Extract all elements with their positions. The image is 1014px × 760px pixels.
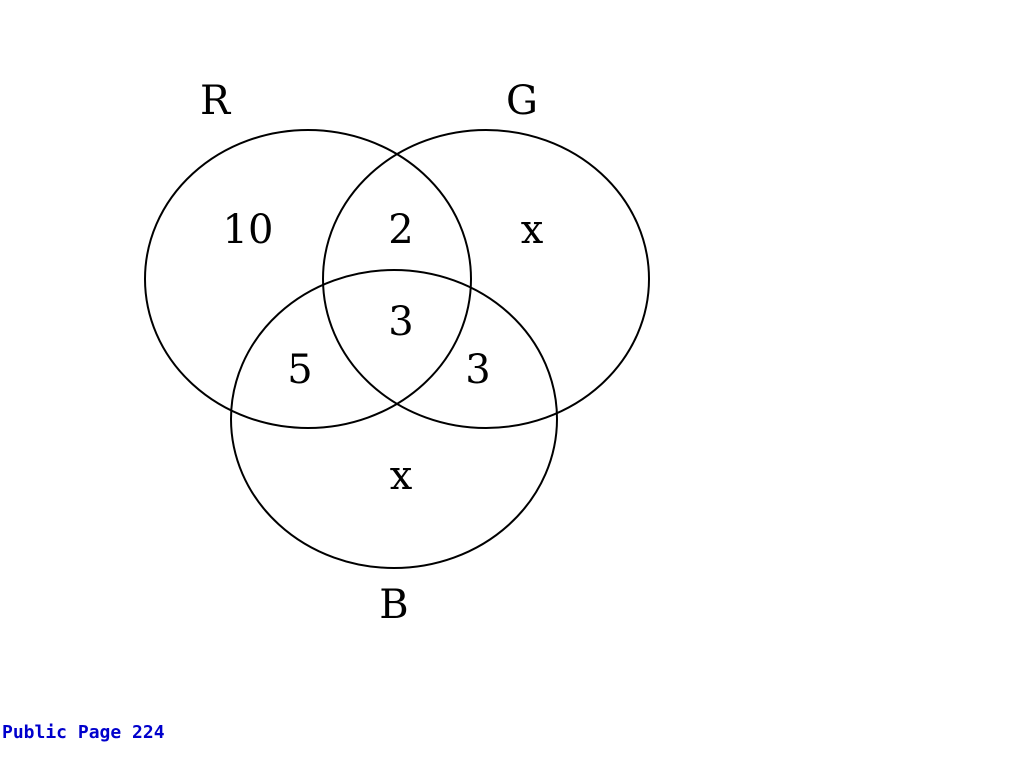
- set-label-r: R: [200, 78, 232, 124]
- region-g-and-b: 3: [465, 347, 490, 393]
- region-r-and-b: 5: [287, 347, 312, 393]
- circle-b: [230, 269, 558, 569]
- region-g-only: x: [521, 207, 544, 253]
- region-r-and-g: 2: [388, 207, 413, 253]
- set-label-g: G: [506, 78, 538, 124]
- circle-g: [322, 129, 650, 429]
- region-r-only: 10: [223, 207, 274, 253]
- set-label-b: B: [379, 582, 408, 628]
- region-r-and-g-and-b: 3: [388, 299, 413, 345]
- circle-r: [144, 129, 472, 429]
- page-footer-label: Public Page 224: [2, 722, 165, 743]
- region-b-only: x: [390, 453, 413, 499]
